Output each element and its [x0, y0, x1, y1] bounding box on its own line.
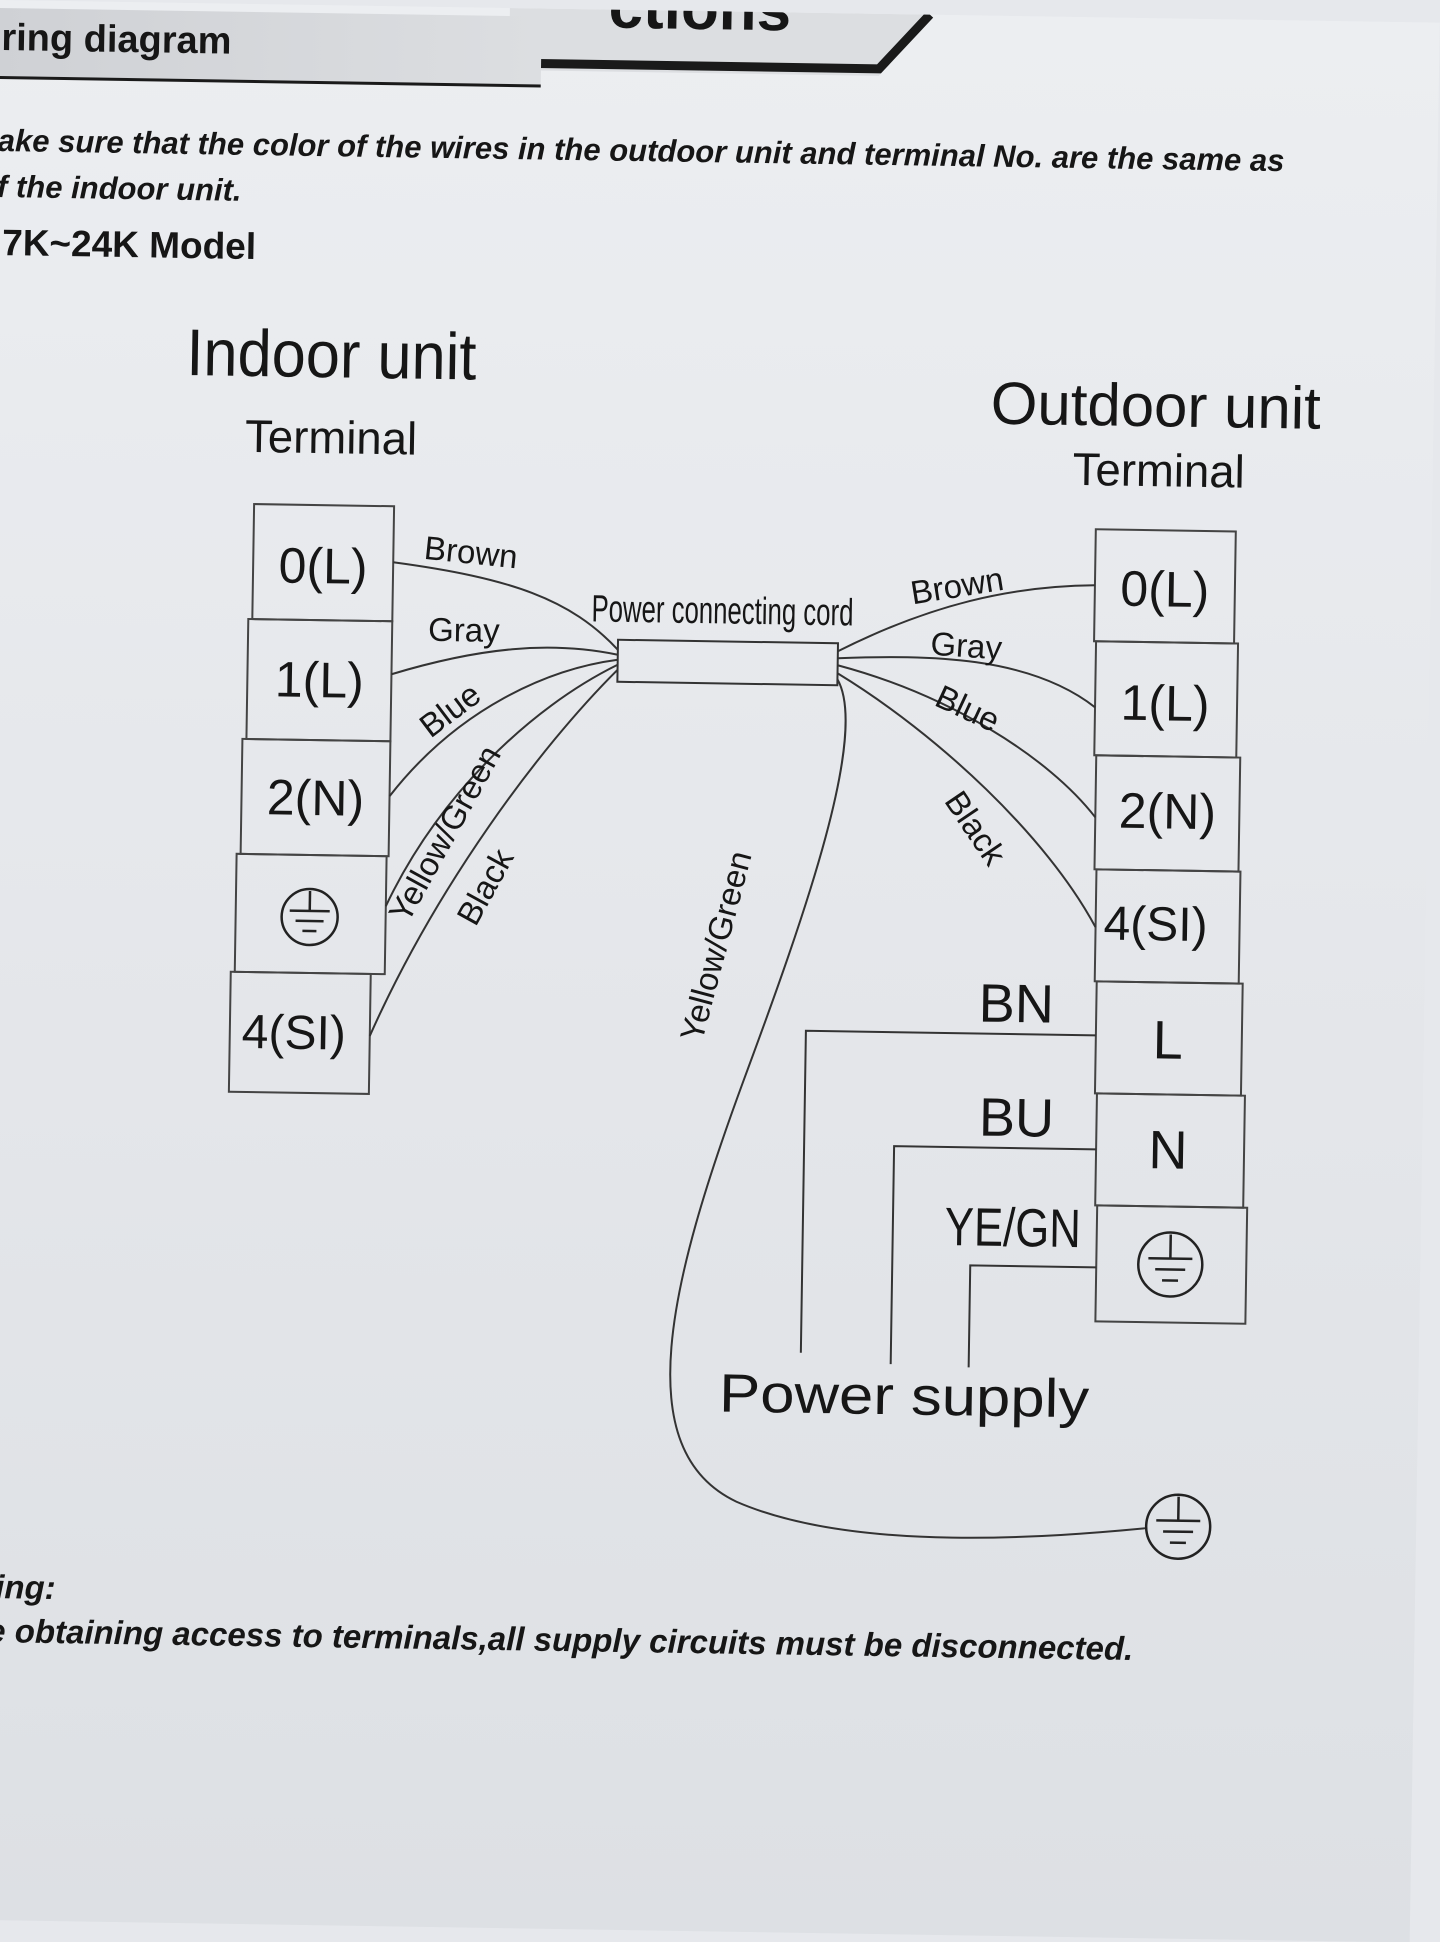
- indoor-terminal-4SI: 4(SI): [241, 1006, 346, 1061]
- wire-label-gray-outdoor: Gray: [929, 625, 1003, 667]
- outdoor-terminal-N: N: [1148, 1120, 1188, 1181]
- outdoor-terminal-4SI: 4(SI): [1103, 897, 1208, 952]
- wire-yegn-supply: [969, 1265, 1097, 1369]
- wiring-diagram: Indoor unit Terminal 0(L) 1(L) 2(N) 4(SI…: [0, 0, 1440, 1582]
- supply-wire-yegn-label: YE/GN: [944, 1197, 1081, 1259]
- outdoor-unit-title: Outdoor unit: [990, 370, 1321, 442]
- supply-wire-bn-label: BN: [978, 974, 1054, 1035]
- supply-earth-ground-icon: [1146, 1494, 1211, 1559]
- power-connecting-cord: [617, 640, 838, 685]
- supply-wire-bu-label: BU: [979, 1088, 1055, 1149]
- wire-bn-supply: [801, 1031, 1096, 1358]
- outdoor-terminal-L: L: [1152, 1010, 1183, 1070]
- wire-label-blue-outdoor: Blue: [930, 678, 1006, 739]
- wire-label-black-indoor: Black: [449, 842, 521, 931]
- outdoor-terminal-subtitle: Terminal: [1072, 443, 1245, 498]
- wire-label-gray-indoor: Gray: [428, 611, 501, 649]
- indoor-terminal-1L: 1(L): [274, 651, 364, 708]
- indoor-terminal-2N: 2(N): [266, 769, 364, 827]
- indoor-unit-title: Indoor unit: [186, 315, 477, 394]
- wire-gray-indoor: [391, 645, 617, 678]
- wire-label-black-outdoor: Black: [938, 784, 1014, 872]
- warning-title: ning:: [0, 1568, 56, 1607]
- indoor-terminal-subtitle: Terminal: [245, 410, 418, 465]
- wire-label-brown-outdoor: Brown: [908, 560, 1006, 611]
- outdoor-earth-ground-icon: [1138, 1232, 1203, 1297]
- indoor-earth-ground-icon: [281, 889, 338, 946]
- outdoor-terminal-1L: 1(L): [1120, 675, 1210, 732]
- outdoor-terminal-0L: 0(L): [1120, 561, 1210, 618]
- wire-label-yellowgreen-cord: Yellow/Green: [673, 847, 759, 1045]
- warning-text: re obtaining access to terminals,all sup…: [0, 1612, 1134, 1668]
- outdoor-terminal-2N: 2(N): [1118, 783, 1216, 841]
- power-connecting-cord-label: Power connecting cord: [591, 588, 854, 634]
- power-supply-label: Power supply: [719, 1363, 1090, 1429]
- wire-brown-indoor: [392, 562, 619, 650]
- indoor-terminal-0L: 0(L): [278, 537, 368, 594]
